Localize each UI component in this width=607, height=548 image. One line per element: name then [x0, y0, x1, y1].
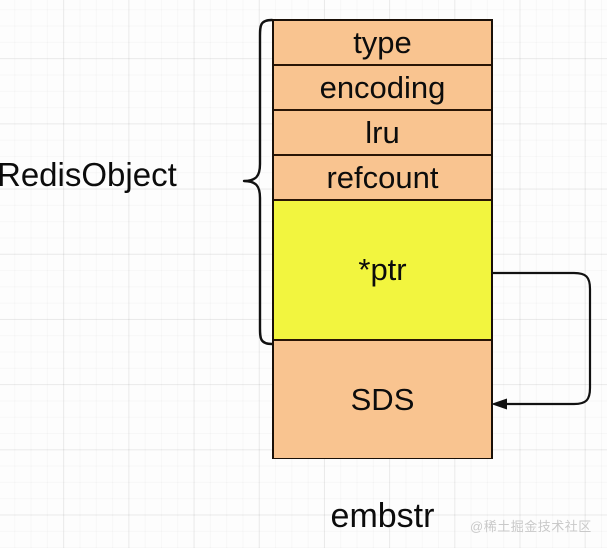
field-row-encoding: encoding: [274, 66, 491, 111]
field-row-lru: lru: [274, 111, 491, 156]
field-label-sds: SDS: [350, 381, 415, 417]
field-label-lru: lru: [365, 114, 400, 150]
field-row-ptr: *ptr: [274, 201, 491, 341]
field-label-refcount: refcount: [326, 159, 439, 195]
field-label-type: type: [353, 24, 412, 60]
site-watermark: @稀土掘金技术社区: [470, 519, 592, 534]
field-row-refcount: refcount: [274, 156, 491, 201]
field-label-ptr: *ptr: [358, 252, 407, 287]
redis-object-struct-box: type encoding lru refcount *ptr SDS: [272, 19, 493, 459]
embstr-caption: embstr: [330, 497, 435, 535]
redisobject-group-label: RedisObject: [0, 156, 177, 193]
field-row-type: type: [274, 21, 491, 66]
field-row-sds: SDS: [274, 341, 491, 458]
ptr-to-sds-arrow: [491, 271, 592, 410]
field-label-encoding: encoding: [319, 69, 446, 105]
